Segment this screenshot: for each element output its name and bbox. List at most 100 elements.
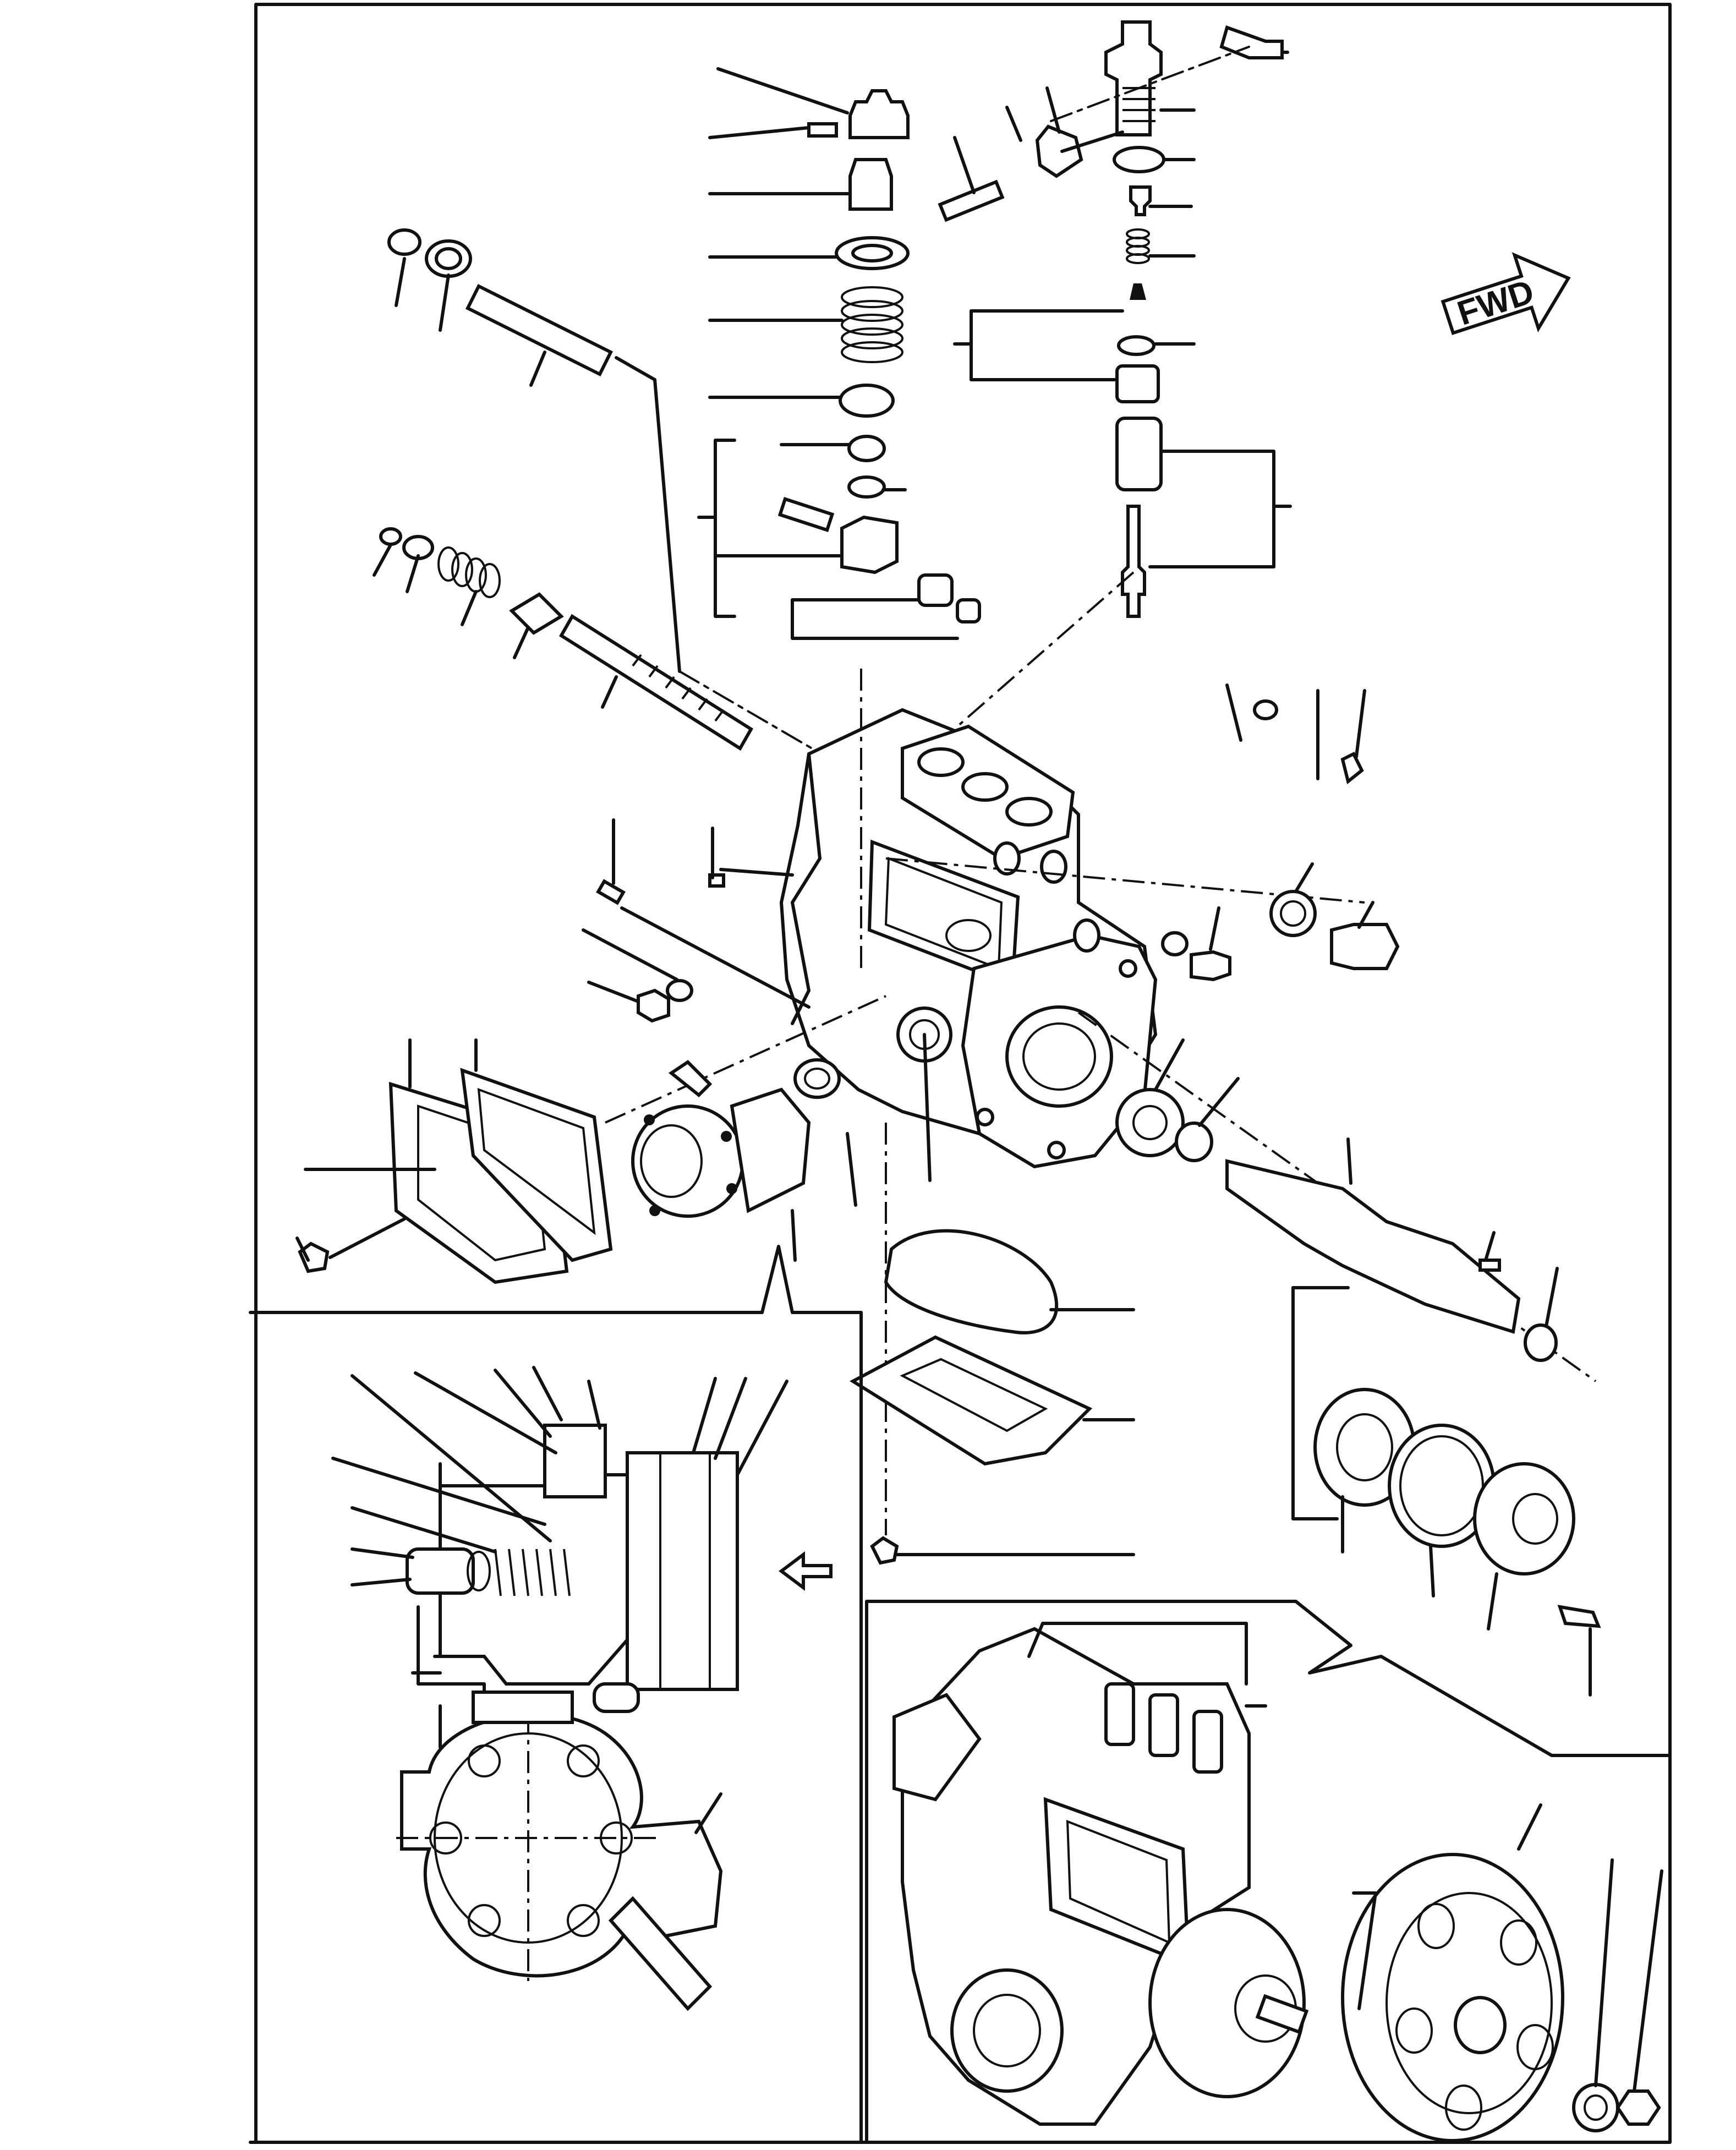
leader-lines-cover <box>295 1038 478 1262</box>
inset-assembled-pump <box>865 1600 1672 2144</box>
bleed-screw <box>1190 950 1231 982</box>
delivery-valve <box>1129 185 1152 216</box>
section-top-valve <box>543 1424 607 1498</box>
oil-seal <box>1175 1121 1213 1162</box>
base-plate <box>850 1335 1093 1466</box>
flange-bore <box>1005 1005 1113 1108</box>
valve-element <box>1130 283 1146 300</box>
bottom-view-outlet <box>608 1896 713 2011</box>
bore-3 <box>1005 797 1053 827</box>
bushing-2 <box>956 598 981 623</box>
fwd-arrow-sign: FWD <box>1441 252 1571 335</box>
left-small-parts <box>596 873 725 1023</box>
cover-gasket <box>460 1068 613 1262</box>
diagram-frame <box>254 3 1672 2144</box>
plunger-barrel <box>1115 417 1163 491</box>
housing-small-parts <box>1161 699 1400 982</box>
section-spring <box>494 1549 571 1596</box>
cover-bolt <box>1557 1605 1601 1628</box>
bore-2 <box>961 772 1009 802</box>
delivery-valve-stack <box>938 20 1284 618</box>
bottom-view-lever <box>593 1682 640 1713</box>
control-rack-group <box>379 228 754 751</box>
o-ring-large <box>884 1229 1059 1334</box>
inset-frame <box>249 1245 863 2144</box>
valve-gasket <box>1117 335 1155 356</box>
leader-lines-camshaft <box>1154 1038 1592 1697</box>
rack-spring <box>437 546 501 598</box>
housing-gaskets <box>850 1229 1093 1565</box>
section-plunger <box>406 1547 475 1595</box>
side-port-3 <box>1073 918 1100 953</box>
valve-spring <box>1126 228 1150 264</box>
feed-pump <box>631 1058 841 1218</box>
bearing-cover <box>1473 1462 1575 1575</box>
o-ring-small <box>387 228 421 256</box>
fwd-label: FWD <box>1453 272 1538 332</box>
lever-block <box>840 515 899 575</box>
valve-seat <box>1115 364 1160 403</box>
assembled-feed-pump <box>950 1968 1064 2093</box>
delivery-holder-3 <box>1192 1710 1223 1774</box>
camshaft <box>1225 1159 1521 1334</box>
plug-bolt <box>1330 923 1400 970</box>
bracket-governor <box>697 439 844 618</box>
small-washer <box>847 475 886 499</box>
inset-feed-pump-section <box>249 1245 863 2144</box>
tappet-block <box>1035 124 1083 178</box>
lock-washer <box>666 979 693 1002</box>
feed-pump-seal <box>793 1058 841 1099</box>
gear-nut <box>1615 2089 1661 2126</box>
small-pin <box>777 497 835 532</box>
small-o-ring <box>1161 931 1189 956</box>
bushing-1 <box>917 573 954 607</box>
view-arrow <box>779 1551 833 1591</box>
small-spring-pin <box>596 879 626 905</box>
delivery-holder-2 <box>1148 1693 1179 1757</box>
front-bearing <box>1115 1088 1185 1157</box>
delivery-holder-1 <box>1104 1682 1135 1746</box>
leader-lines-inset <box>331 1366 788 1834</box>
feed-pump-body <box>730 1087 811 1213</box>
pump-housing <box>779 708 1158 1169</box>
section-cover <box>626 1451 739 1691</box>
bracket-bearing <box>1291 1286 1350 1520</box>
air-vent-screw <box>1340 751 1364 785</box>
control-rack <box>558 614 754 751</box>
sleeve-part <box>848 158 893 211</box>
bore-1 <box>917 747 965 777</box>
copper-washer <box>1269 890 1317 937</box>
camshaft-group <box>1115 1088 1601 1628</box>
small-nut <box>847 435 886 462</box>
rack-tube <box>465 283 614 377</box>
governor-spring <box>841 286 903 363</box>
fwd-arrow-shape <box>1441 252 1571 335</box>
cover-screw <box>298 1241 330 1273</box>
bottom-view-top-block <box>472 1691 574 1724</box>
governor-parts-stack <box>777 89 981 623</box>
assembled-flange <box>1148 1908 1306 2098</box>
leader-lines-left <box>582 818 932 1262</box>
leader-lines-inset2 <box>1027 1622 1663 2093</box>
plunger <box>1121 505 1146 618</box>
leader-lines-rack <box>373 257 832 761</box>
camshaft-key <box>1478 1259 1501 1272</box>
leader-lines-bottom-center <box>895 1308 1135 1556</box>
hex-nut <box>637 988 670 1023</box>
assembled-shaft <box>1255 1994 1309 2034</box>
o-ring <box>1113 146 1165 173</box>
bracket-valve <box>953 309 1124 381</box>
assembled-governor-block <box>892 1693 982 1802</box>
small-washer-a <box>379 527 402 546</box>
leader-lines-top-right <box>953 46 1289 346</box>
side-port-2 <box>1040 850 1067 884</box>
plug-screw-a <box>1253 699 1278 720</box>
gear-screw <box>807 122 838 138</box>
leader-lines-top-left <box>708 67 907 491</box>
inset2-frame <box>865 1600 1672 2144</box>
stopper-clip <box>1219 25 1284 59</box>
cover-plates <box>298 1068 613 1284</box>
leader-lines-right-housing <box>1209 683 1374 951</box>
tappet-bolt <box>938 179 1005 222</box>
